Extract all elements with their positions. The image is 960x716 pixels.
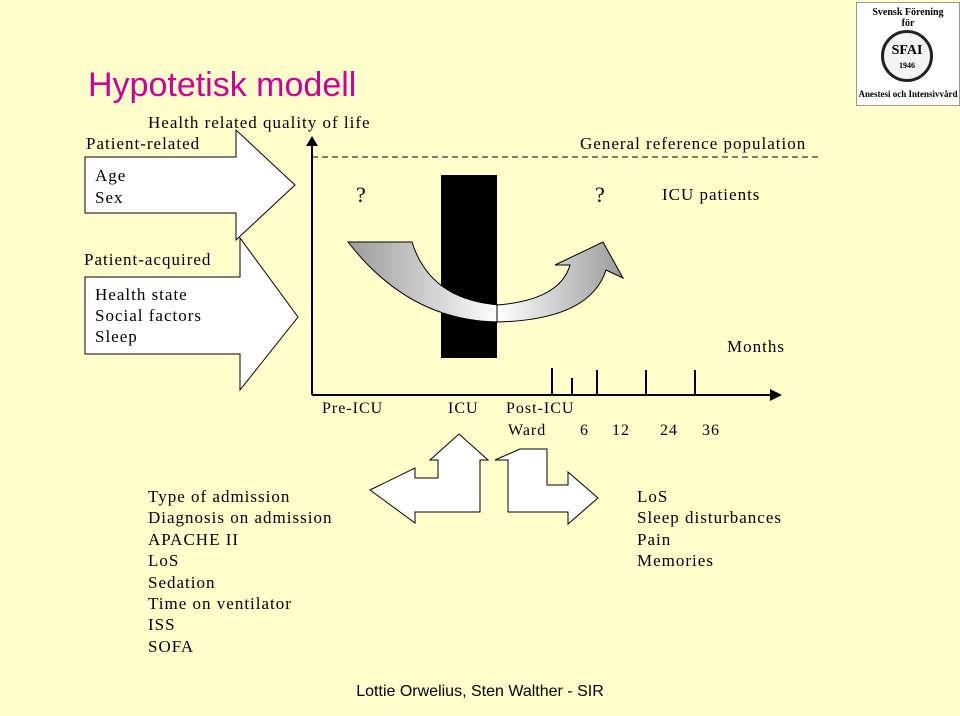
logo-seal-text: SFAI bbox=[891, 43, 923, 58]
y-axis-arrowhead bbox=[306, 136, 318, 146]
recovery-curve-arrow bbox=[496, 241, 625, 323]
acquired-item: Sleep bbox=[95, 327, 138, 346]
pre-icu-label: Pre-ICU bbox=[322, 400, 384, 417]
icu-patients-label: ICU patients bbox=[662, 185, 761, 204]
list-item: LoS bbox=[637, 487, 669, 506]
pre-icu-bent-arrow bbox=[369, 433, 490, 524]
ward-label: Ward bbox=[508, 422, 547, 439]
logo-year: 1946 bbox=[899, 61, 915, 70]
list-item: Memories bbox=[637, 551, 714, 571]
acquired-item: Health state bbox=[95, 285, 188, 304]
age-label: Age bbox=[95, 166, 127, 185]
post-icu-bent-arrow bbox=[494, 448, 599, 526]
unknown-mark-post: ? bbox=[595, 182, 606, 207]
slide-title: Hypotetisk modell bbox=[88, 66, 357, 104]
unknown-mark-pre: ? bbox=[356, 182, 367, 207]
patient-related-arrow bbox=[84, 128, 296, 242]
tick-label: 36 bbox=[702, 422, 720, 439]
logo-line2: för bbox=[901, 18, 915, 29]
months-label: Months bbox=[727, 337, 785, 356]
logo-bottom: Anestesi och Intensivvård bbox=[858, 89, 958, 99]
patient-related-label: Patient-related bbox=[86, 134, 201, 153]
post-icu-label: Post-ICU bbox=[506, 400, 575, 417]
list-item: LoS bbox=[148, 551, 180, 571]
list-item: Pain bbox=[637, 529, 672, 549]
post-icu-factors-list: LoS Sleep disturbances Pain Memories bbox=[637, 486, 782, 572]
sfai-logo: Svensk Förening för SFAI 1946 Anestesi o… bbox=[856, 2, 960, 106]
icu-bar bbox=[441, 175, 497, 358]
tick-label: 24 bbox=[660, 422, 678, 439]
acquired-item: Social factors bbox=[95, 306, 202, 325]
list-item: Time on ventilator bbox=[148, 594, 292, 614]
list-item: Sleep disturbances bbox=[637, 508, 782, 528]
list-item: APACHE II bbox=[148, 529, 240, 549]
list-item: Type of admission bbox=[148, 487, 291, 506]
pre-icu-factors-list: Type of admission Diagnosis on admission… bbox=[148, 486, 332, 657]
icu-label: ICU bbox=[448, 400, 479, 417]
patient-acquired-arrow bbox=[84, 236, 299, 392]
logo-line1: Svensk Förening bbox=[872, 7, 944, 18]
x-axis-arrowhead bbox=[770, 389, 782, 401]
sex-label: Sex bbox=[95, 188, 124, 207]
general-reference-label: General reference population bbox=[580, 134, 807, 153]
patient-acquired-label: Patient-acquired bbox=[84, 250, 212, 269]
list-item: Diagnosis on admission bbox=[148, 508, 333, 528]
list-item: Sedation bbox=[148, 572, 216, 592]
list-item: SOFA bbox=[148, 636, 195, 656]
logo-seal: SFAI 1946 bbox=[881, 30, 933, 82]
hrqol-label: Health related quality of life bbox=[148, 113, 371, 132]
list-item: ISS bbox=[148, 615, 176, 635]
footer-credit: Lottie Orwelius, Sten Walther - SIR bbox=[356, 683, 604, 700]
tick-label: 6 bbox=[580, 422, 589, 439]
tick-label: 12 bbox=[612, 422, 630, 439]
